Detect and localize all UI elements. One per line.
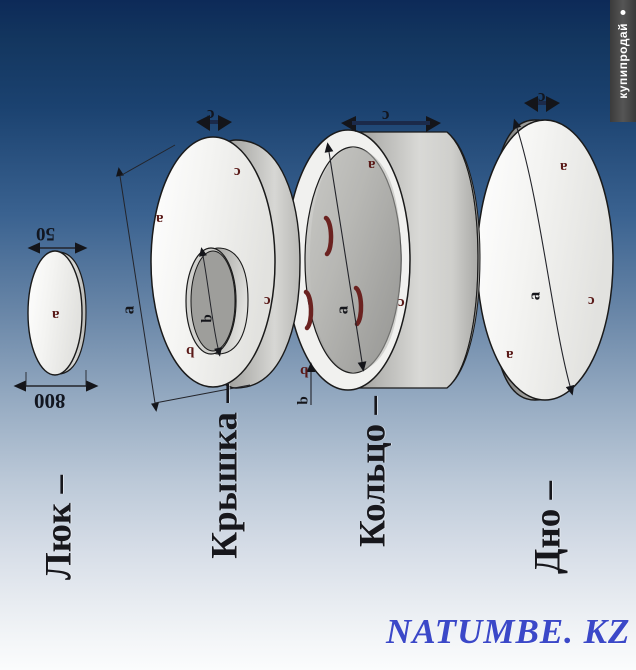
cover-hole-letter: b: [199, 314, 216, 323]
bottom-thickness-letter: c: [538, 89, 546, 108]
part-hatch: [13, 242, 99, 392]
watermark-dot-icon: [620, 10, 626, 15]
ring-wall-letter: b: [295, 396, 312, 405]
watermark-kupiproday: купипродай: [610, 0, 636, 122]
bottom-mark-right: c: [588, 293, 595, 309]
ring-mark-low: b: [300, 363, 309, 379]
thickness-callouts: [196, 96, 560, 132]
part-bottom-slab: [476, 118, 614, 401]
cover-mark-left: a: [156, 211, 164, 227]
part-ring: [285, 129, 481, 405]
ring-mark-top: a: [368, 157, 376, 173]
bottom-diameter-letter: a: [524, 291, 544, 301]
ring-height-letter: c: [382, 107, 390, 126]
ring-mark-side: c: [398, 295, 405, 311]
bottom-mark-low: a: [506, 347, 514, 363]
cover-diameter-letter: a: [118, 305, 138, 315]
part-label-ring: Кольцо –: [352, 396, 394, 547]
cover-mark-top: c: [234, 164, 241, 180]
part-label-hatch: Люк –: [38, 475, 80, 580]
cover-mark-right: c: [264, 293, 271, 309]
cover-mark-low: b: [186, 343, 195, 359]
hatch-mark-a: a: [52, 307, 60, 323]
ring-inner-diameter-letter: a: [332, 305, 352, 315]
hatch-diameter-value: 800: [34, 389, 66, 413]
part-cover-slab: [116, 136, 301, 412]
part-label-cover: Крышка –: [204, 384, 246, 559]
watermark-natumbe: NATUMBE. KZ: [386, 612, 631, 651]
watermark-side-text: купипродай: [616, 23, 630, 99]
cover-thickness-letter: c: [207, 106, 215, 125]
part-label-bottom: Дно –: [527, 480, 569, 575]
hatch-thickness-value: 50: [36, 223, 55, 244]
bottom-mark-top: a: [560, 159, 568, 175]
